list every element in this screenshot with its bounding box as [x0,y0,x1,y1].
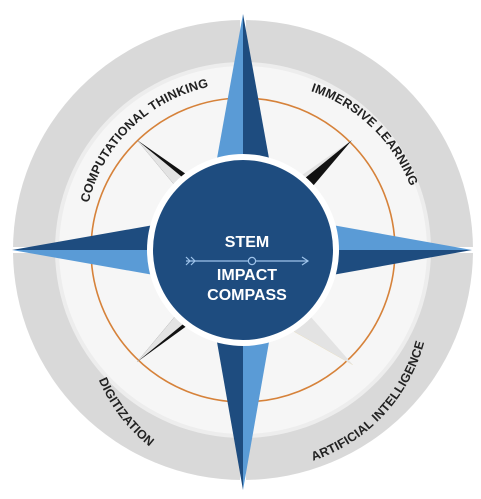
center-arrow-icon [185,256,310,266]
north-point-dark [243,14,272,175]
center-title-line1: STEM [225,234,269,251]
west-point-light [12,250,165,277]
cardinal-points [12,14,472,490]
center-title-line3: COMPASS [207,287,287,304]
center-title-line2: IMPACT [217,267,277,284]
south-point-dark [214,325,243,490]
south-point-light [243,325,272,490]
center-disk [153,160,333,340]
east-point-dark [321,250,472,277]
north-point-light [214,14,243,175]
west-point-dark [12,223,165,250]
east-point-light [321,223,472,250]
